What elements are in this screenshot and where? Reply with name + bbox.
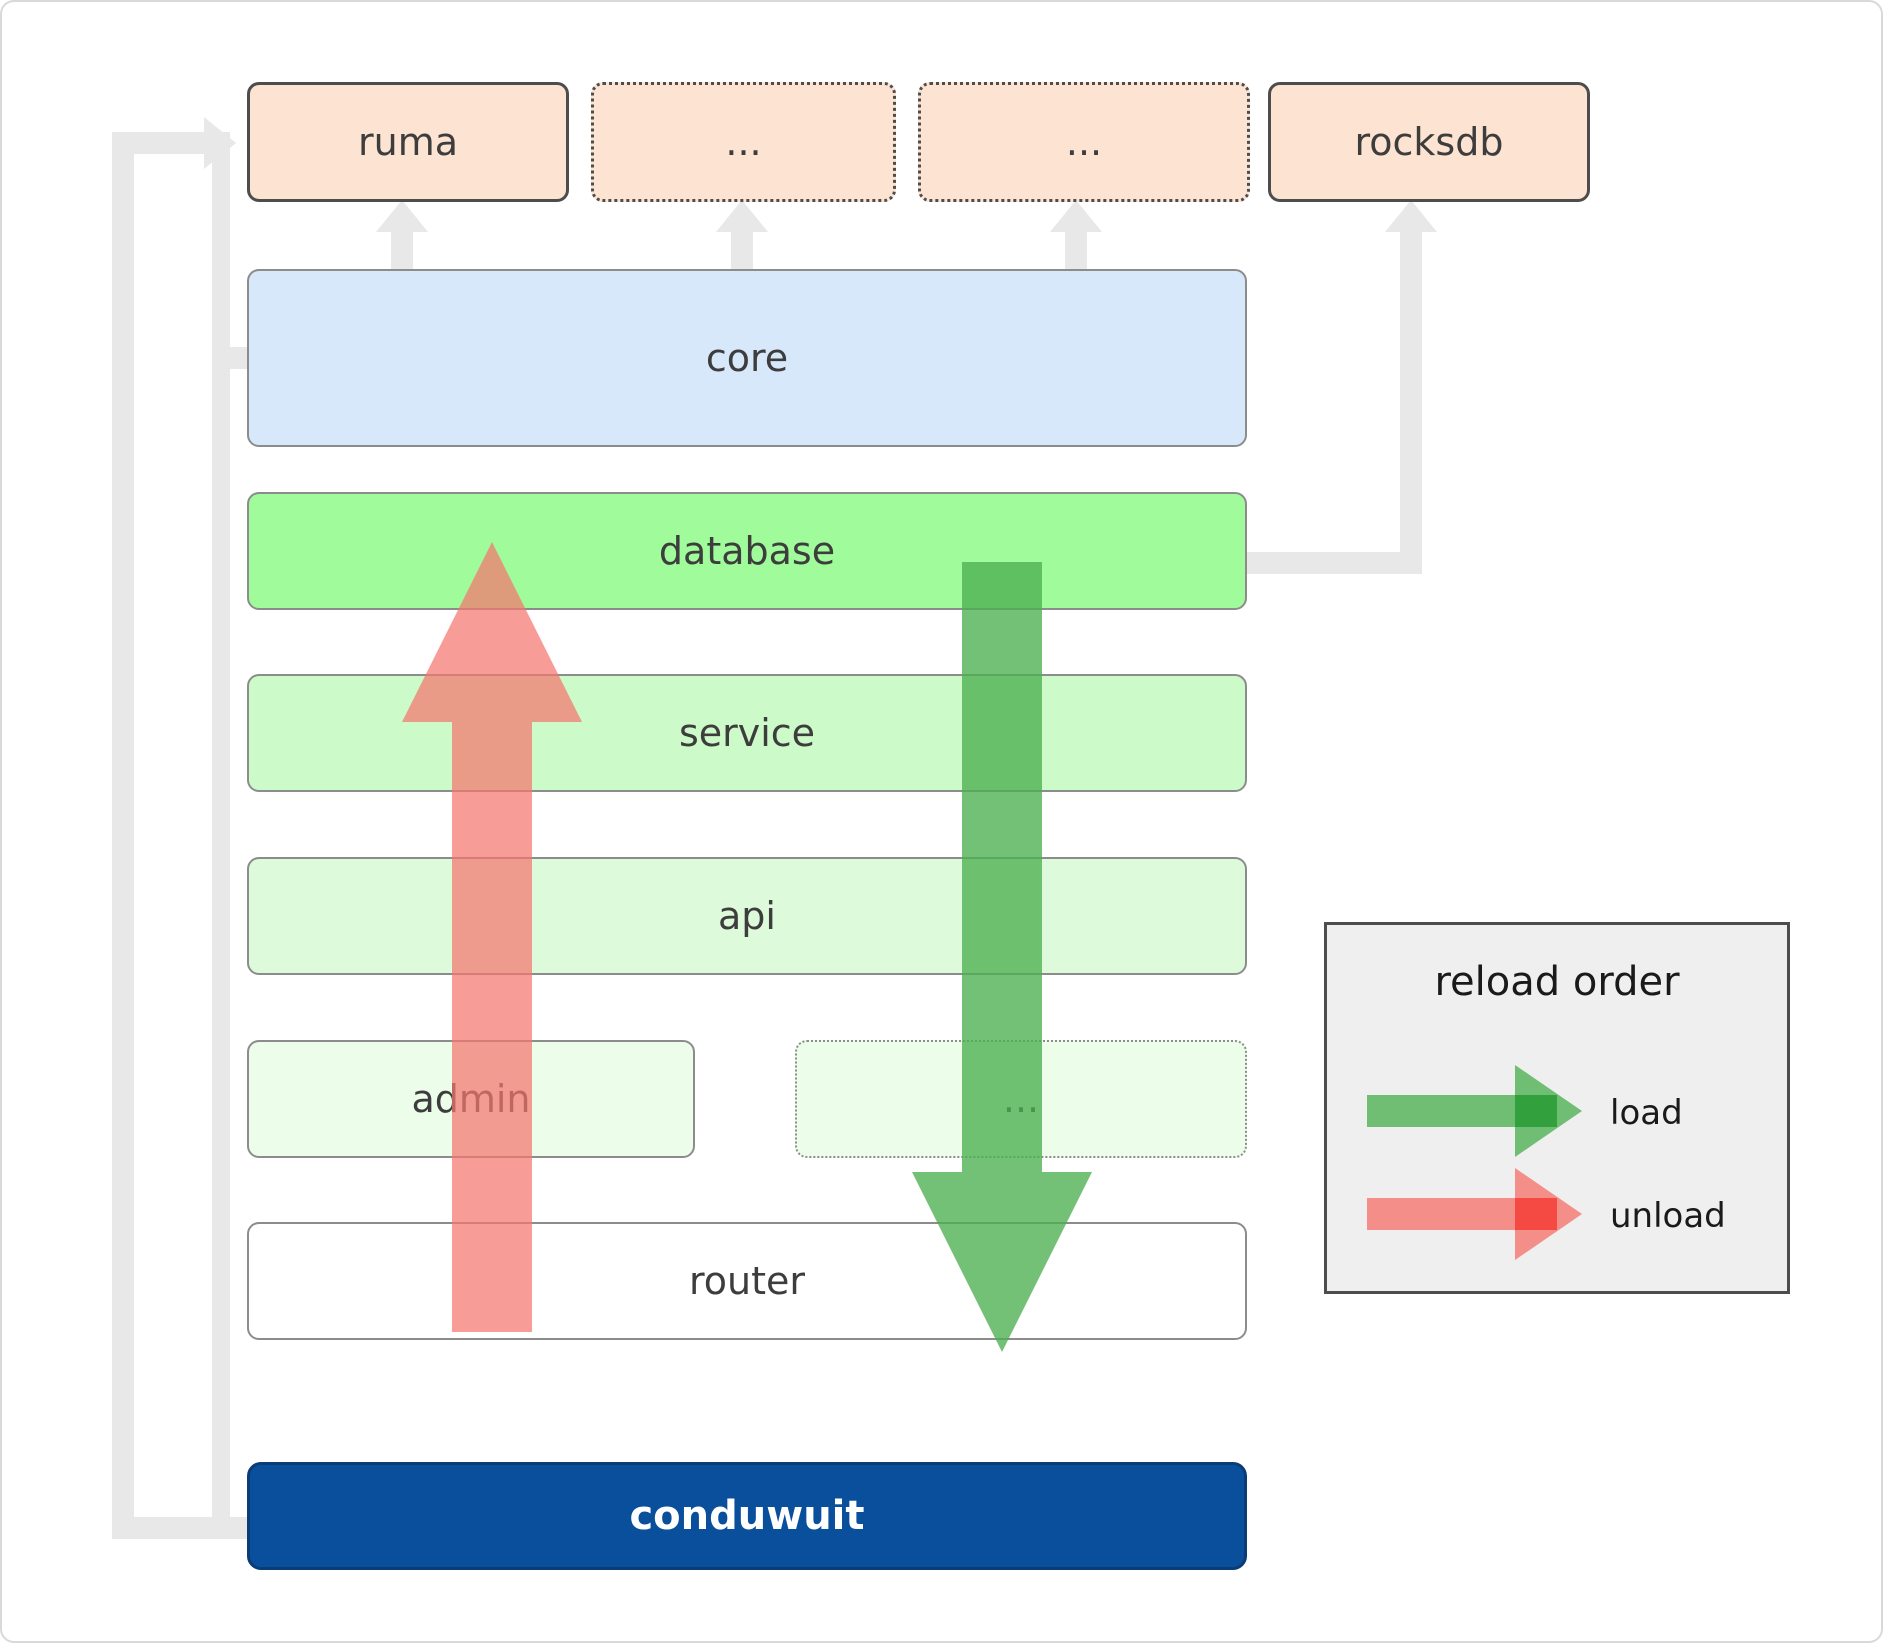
unload-arrow	[392, 542, 592, 1332]
layer-label: service	[678, 711, 816, 755]
layer-box-service[interactable]: service	[247, 674, 1247, 792]
layer-label: api	[718, 894, 776, 938]
legend-title: reload order	[1434, 959, 1680, 1005]
connector-riser-vertical	[212, 132, 230, 1517]
root-crate-box[interactable]: conduwuit	[247, 1462, 1247, 1570]
dependency-box-rocksdb[interactable]: rocksdb	[1268, 82, 1590, 202]
connector-core-to-dots2-arrowhead	[1050, 200, 1102, 232]
connector-branch-ruma	[112, 132, 212, 154]
layer-box-router[interactable]: router	[247, 1222, 1247, 1340]
dependency-box-ruma[interactable]: ruma	[247, 82, 569, 202]
legend-row-unload: unload	[1367, 1168, 1726, 1264]
connector-trunk-vertical	[112, 132, 134, 1539]
connector-trunk-bottom	[112, 1517, 252, 1539]
layer-label: router	[688, 1259, 806, 1303]
legend-row-load: load	[1367, 1065, 1683, 1161]
load-arrow	[902, 562, 1102, 1352]
layer-label: core	[705, 336, 789, 380]
connector-database-to-rocksdb-horizontal	[1242, 552, 1422, 574]
dependency-label: rocksdb	[1354, 120, 1504, 164]
dependency-box-dots-1[interactable]: ...	[591, 82, 896, 202]
legend-load-label: load	[1610, 1093, 1683, 1133]
connector-core-to-ruma-arrowhead	[376, 200, 428, 232]
connector-core-to-dots1-arrowhead	[716, 200, 768, 232]
legend-unload-arrow-icon	[1367, 1168, 1582, 1264]
layer-box-core[interactable]: core	[247, 269, 1247, 447]
dependency-label: ...	[1065, 120, 1103, 164]
dependency-label: ...	[725, 120, 762, 164]
legend-panel: reload order load unload	[1324, 922, 1790, 1294]
connector-database-to-rocksdb-arrowhead	[1385, 200, 1437, 232]
layer-box-database[interactable]: database	[247, 492, 1247, 610]
connector-database-to-rocksdb-vertical	[1400, 227, 1422, 574]
dependency-label: ruma	[357, 120, 458, 164]
legend-load-arrow-icon	[1367, 1065, 1582, 1161]
root-crate-label: conduwuit	[629, 1493, 865, 1539]
layer-label: database	[658, 529, 836, 573]
legend-unload-label: unload	[1610, 1196, 1726, 1236]
layer-box-api[interactable]: api	[247, 857, 1247, 975]
dependency-box-dots-2[interactable]: ...	[918, 82, 1250, 202]
